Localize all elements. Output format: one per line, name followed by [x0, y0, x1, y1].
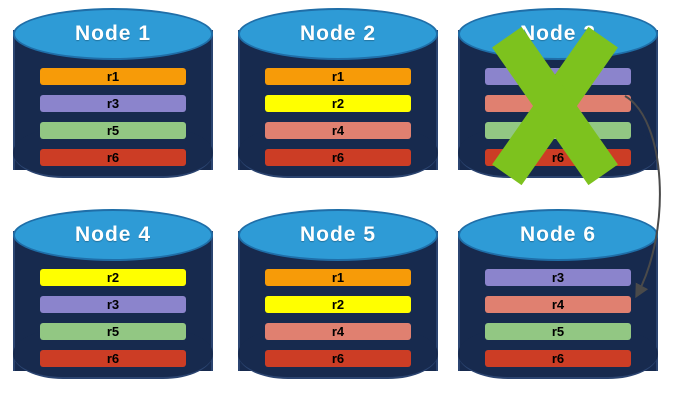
- node-1-label: Node 1: [74, 22, 151, 45]
- node-4-replica-3[interactable]: r6: [40, 350, 186, 367]
- node-1-replica-1[interactable]: r3: [40, 95, 186, 112]
- node-4-cylinder-top: [13, 209, 213, 261]
- node-3-label: Node 3: [519, 22, 596, 45]
- node-1-replica-0[interactable]: r1: [40, 68, 186, 85]
- node-5-replica-2[interactable]: r4: [265, 323, 411, 340]
- node-3[interactable]: Node 3 r3 r4 r5 r6: [458, 8, 658, 193]
- node-6-replica-list: r3 r4 r5 r6: [485, 269, 631, 367]
- node-1[interactable]: Node 1 r1 r3 r5 r6: [13, 8, 213, 193]
- node-4[interactable]: Node 4 r2 r3 r5 r6: [13, 209, 213, 394]
- node-6-replica-0[interactable]: r3: [485, 269, 631, 286]
- node-6-replica-3[interactable]: r6: [485, 350, 631, 367]
- node-6-label: Node 6: [519, 223, 596, 246]
- node-2-replica-2[interactable]: r4: [265, 122, 411, 139]
- node-6[interactable]: Node 6 r3 r4 r5 r6: [458, 209, 658, 394]
- node-5-replica-1[interactable]: r2: [265, 296, 411, 313]
- node-1-cylinder-top: [13, 8, 213, 60]
- node-5[interactable]: Node 5 r1 r2 r4 r6: [238, 209, 438, 394]
- node-4-replica-1[interactable]: r3: [40, 296, 186, 313]
- node-4-label: Node 4: [74, 223, 151, 246]
- node-1-replica-list: r1 r3 r5 r6: [40, 68, 186, 166]
- node-5-replica-list: r1 r2 r4 r6: [265, 269, 411, 367]
- node-3-replica-1[interactable]: r4: [485, 95, 631, 112]
- node-2[interactable]: Node 2 r1 r2 r4 r6: [238, 8, 438, 193]
- node-4-replica-2[interactable]: r5: [40, 323, 186, 340]
- node-1-replica-3[interactable]: r6: [40, 149, 186, 166]
- node-4-replica-0[interactable]: r2: [40, 269, 186, 286]
- node-1-replica-2[interactable]: r5: [40, 122, 186, 139]
- node-5-label: Node 5: [299, 223, 376, 246]
- node-2-label: Node 2: [299, 22, 376, 45]
- node-5-replica-0[interactable]: r1: [265, 269, 411, 286]
- node-2-replica-0[interactable]: r1: [265, 68, 411, 85]
- node-6-replica-2[interactable]: r5: [485, 323, 631, 340]
- node-6-replica-1[interactable]: r4: [485, 296, 631, 313]
- node-3-replica-2[interactable]: r5: [485, 122, 631, 139]
- node-2-replica-list: r1 r2 r4 r6: [265, 68, 411, 166]
- node-5-cylinder-top: [238, 209, 438, 261]
- node-3-replica-3[interactable]: r6: [485, 149, 631, 166]
- node-2-replica-3[interactable]: r6: [265, 149, 411, 166]
- node-5-replica-3[interactable]: r6: [265, 350, 411, 367]
- node-2-cylinder-top: [238, 8, 438, 60]
- node-3-replica-0[interactable]: r3: [485, 68, 631, 85]
- node-2-replica-1[interactable]: r2: [265, 95, 411, 112]
- node-3-replica-list: r3 r4 r5 r6: [485, 68, 631, 166]
- node-4-replica-list: r2 r3 r5 r6: [40, 269, 186, 367]
